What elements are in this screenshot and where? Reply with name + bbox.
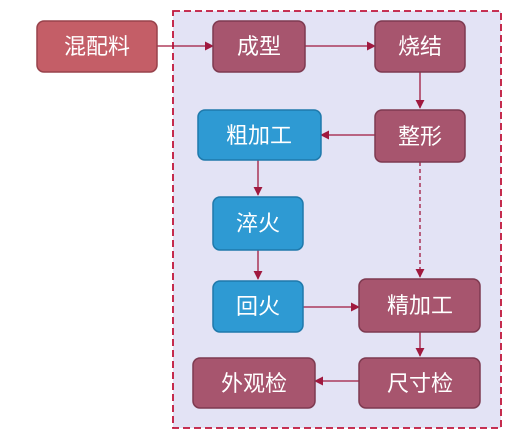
node-finish-machining-label: 精加工 [387,294,453,319]
node-forming: 成型 [212,20,306,73]
node-sizing: 整形 [374,109,466,163]
node-sizing-label: 整形 [398,125,442,150]
node-dimension-check-label: 尺寸检 [387,372,453,397]
node-visual-check-label: 外观检 [221,372,287,397]
node-dimension-check: 尺寸检 [358,357,481,409]
node-sintering: 烧结 [374,20,466,73]
node-mixing: 混配料 [36,20,158,73]
node-quenching: 淬火 [212,196,304,251]
node-tempering-label: 回火 [236,295,280,320]
node-sintering-label: 烧结 [398,35,442,60]
node-rough-machining-label: 粗加工 [226,124,292,149]
node-forming-label: 成型 [237,35,281,60]
node-mixing-label: 混配料 [64,35,130,60]
node-finish-machining: 精加工 [358,278,481,333]
node-rough-machining: 粗加工 [197,109,322,161]
connectors [157,41,425,386]
node-visual-check: 外观检 [192,357,316,409]
node-tempering: 回火 [212,280,304,333]
node-quenching-label: 淬火 [236,212,280,237]
